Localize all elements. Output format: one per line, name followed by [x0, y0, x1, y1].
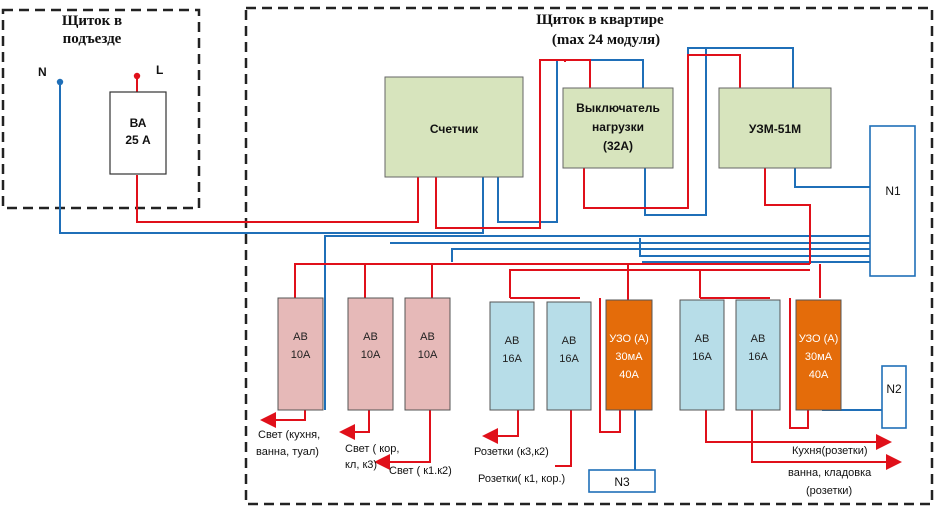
load-switch-label-3: (32А)	[603, 139, 633, 153]
n1-bus-label: N1	[885, 184, 901, 198]
breaker-body	[347, 297, 394, 411]
entrance-title-2: подъезде	[63, 31, 122, 47]
kitchen-label: Кухня(розетки)	[792, 445, 868, 457]
breaker-row: АВ 10А АВ 10А АВ 10А АВ 16А АВ 16А УЗО (А) 30мА 40А А…	[277, 297, 842, 411]
bath-label-2: (розетки)	[806, 485, 852, 497]
n3-bus-box	[588, 469, 656, 493]
breaker-label: 16А	[692, 351, 712, 363]
light2-label-1: Свет ( кор,	[345, 443, 399, 455]
load-switch-label-1: Выключатель	[576, 101, 660, 115]
light1-label-1: Свет (кухня,	[258, 429, 320, 441]
phase-wires	[136, 54, 902, 470]
breaker-label: УЗО (А)	[799, 333, 839, 345]
voltage-relay-box	[718, 87, 832, 169]
n3-bus-label: N3	[614, 475, 630, 489]
load-switch-box	[562, 87, 674, 169]
breaker-body	[404, 297, 451, 411]
line-terminal-dot	[133, 72, 141, 80]
main-breaker-label-1: ВА	[130, 116, 147, 130]
breaker-body	[679, 299, 725, 411]
breaker-label: АВ	[420, 331, 435, 343]
breaker-label: УЗО (А)	[609, 333, 649, 345]
breaker-label: 30мА	[615, 351, 643, 363]
line-terminal-label: L	[156, 63, 163, 77]
neutral-terminal-dot	[56, 78, 64, 86]
breaker-label: 30мА	[805, 351, 833, 363]
entrance-title-1: Щиток в	[62, 13, 122, 29]
breaker-module: УЗО (А) 30мА 40А	[795, 299, 842, 411]
breaker-label: 40А	[619, 369, 639, 381]
breaker-label: 16А	[502, 353, 522, 365]
socket1-label: Розетки (к3,к2)	[474, 446, 549, 458]
breaker-module: АВ 10А	[277, 297, 324, 411]
breaker-label: АВ	[695, 333, 710, 345]
breaker-module: АВ 10А	[404, 297, 451, 411]
voltage-relay-label: УЗМ-51М	[749, 122, 801, 136]
breaker-label: АВ	[505, 335, 520, 347]
breaker-module: АВ 16А	[546, 301, 592, 411]
apartment-panel-frame	[244, 6, 934, 506]
main-breaker-label-2: 25 А	[125, 133, 151, 147]
breaker-body	[605, 299, 653, 411]
n2-bus-label: N2	[886, 382, 902, 396]
breaker-body	[546, 301, 592, 411]
breaker-body	[795, 299, 842, 411]
n2-bus-box	[881, 365, 907, 429]
load-switch-label-2: нагрузки	[592, 120, 644, 134]
entrance-panel-frame	[1, 8, 201, 210]
apartment-title-2: (max 24 модуля)	[552, 32, 660, 48]
breaker-label: 40А	[809, 369, 829, 381]
breaker-label: 16А	[559, 353, 579, 365]
breaker-label: АВ	[363, 331, 378, 343]
breaker-body	[489, 301, 535, 411]
breaker-label: АВ	[293, 331, 308, 343]
breaker-body	[277, 297, 324, 411]
breaker-module: АВ 16А	[679, 299, 725, 411]
breaker-label: 10А	[418, 349, 438, 361]
bath-label-1: ванна, кладовка	[788, 467, 872, 479]
light1-label-2: ванна, туал)	[256, 446, 319, 458]
neutral-terminal-label: N	[38, 65, 47, 79]
breaker-module: АВ 10А	[347, 297, 394, 411]
breaker-label: АВ	[562, 335, 577, 347]
main-breaker-box	[109, 91, 167, 175]
breaker-module: УЗО (А) 30мА 40А	[605, 299, 653, 411]
breaker-label: АВ	[751, 333, 766, 345]
light2-label-2: кл, к3)	[345, 459, 377, 471]
meter-box	[384, 76, 524, 178]
breaker-label: 10А	[361, 349, 381, 361]
socket2-label: Розетки( к1, кор.)	[478, 473, 565, 485]
apartment-title-1: Щиток в квартире	[536, 12, 664, 28]
light3-label: Свет ( к1.к2)	[389, 465, 452, 477]
meter-label: Счетчик	[430, 122, 479, 136]
breaker-label: 16А	[748, 351, 768, 363]
breaker-label: 10А	[291, 349, 311, 361]
breaker-module: АВ 16А	[489, 301, 535, 411]
breaker-body	[735, 299, 781, 411]
n1-bus-box	[869, 125, 916, 277]
breaker-module: АВ 16А	[735, 299, 781, 411]
